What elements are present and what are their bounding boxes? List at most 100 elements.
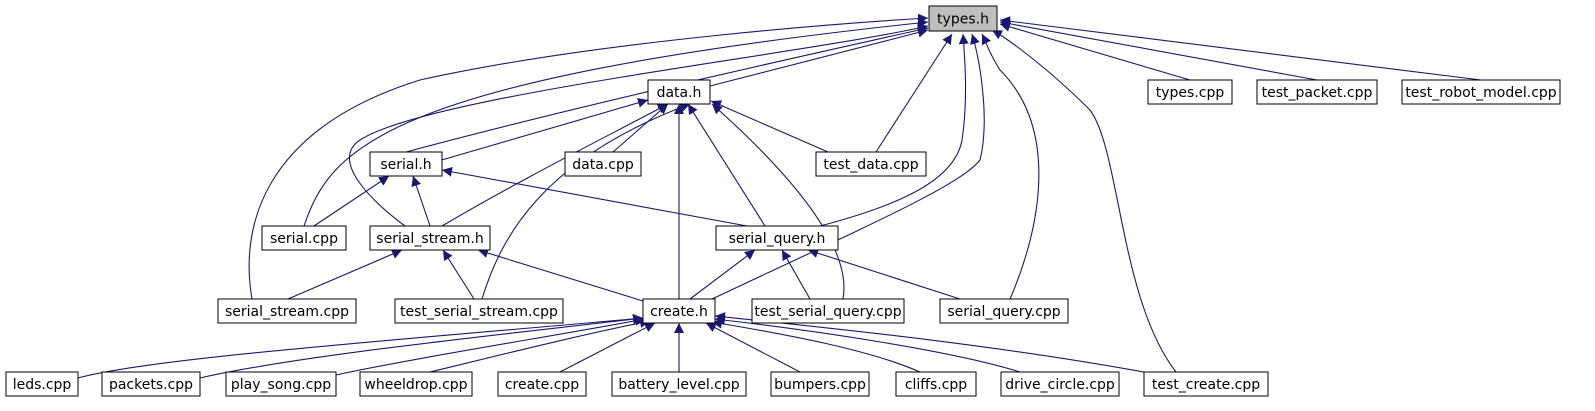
node-label: serial_query.h xyxy=(729,231,826,247)
node-serial-cpp[interactable]: serial.cpp xyxy=(261,225,347,251)
node-label: test_packet.cpp xyxy=(1262,85,1373,101)
edge-serial-h-to-types-h xyxy=(405,25,929,153)
node-data-h[interactable]: data.h xyxy=(647,79,711,105)
edge-cliffs-cpp-to-create-h xyxy=(711,318,921,373)
node-create-cpp[interactable]: create.cpp xyxy=(497,371,587,397)
node-battery-level-cpp[interactable]: battery_level.cpp xyxy=(611,371,747,397)
edge-test-serial-query-cpp-to-serial-query-h xyxy=(781,249,811,300)
node-label: play_song.cpp xyxy=(231,377,331,393)
node-test-robot-model-cpp[interactable]: test_robot_model.cpp xyxy=(1401,79,1561,105)
node-types-cpp[interactable]: types.cpp xyxy=(1147,79,1233,105)
node-drive-circle-cpp[interactable]: drive_circle.cpp xyxy=(1000,371,1120,397)
node-serial-query-h[interactable]: serial_query.h xyxy=(715,225,839,251)
node-test-create-cpp[interactable]: test_create.cpp xyxy=(1143,371,1269,397)
edge-serial-stream-h-to-types-h xyxy=(348,23,929,227)
node-box xyxy=(369,225,491,251)
node-box xyxy=(261,225,347,251)
node-data-cpp[interactable]: data.cpp xyxy=(564,151,642,177)
node-box xyxy=(611,371,747,397)
edge-test-data-cpp-to-types-h xyxy=(875,33,953,153)
node-box xyxy=(359,371,473,397)
node-label: cliffs.cpp xyxy=(905,377,967,393)
node-box xyxy=(564,151,642,177)
node-label: battery_level.cpp xyxy=(618,377,739,393)
node-label: create.h xyxy=(650,304,708,320)
node-serial-h[interactable]: serial.h xyxy=(369,151,443,177)
edge-test-robot-model-cpp-to-types-h xyxy=(999,16,1482,81)
node-box xyxy=(1000,371,1120,397)
node-box xyxy=(642,298,716,324)
edge-create-h-to-serial-stream-h xyxy=(477,248,644,302)
edge-serial-stream-h-to-serial-h xyxy=(411,175,431,227)
edge-create-cpp-to-create-h xyxy=(559,322,656,373)
node-box xyxy=(217,298,357,324)
node-label: serial_stream.h xyxy=(376,231,483,247)
edge-serial-cpp-to-serial-h xyxy=(313,175,390,227)
edge-leds-cpp-to-create-h xyxy=(77,313,644,379)
node-create-h[interactable]: create.h xyxy=(642,298,716,324)
edge-packets-cpp-to-create-h xyxy=(199,314,644,379)
node-serial-stream-cpp[interactable]: serial_stream.cpp xyxy=(217,298,357,324)
node-test-serial-stream-cpp[interactable]: test_serial_stream.cpp xyxy=(394,298,564,324)
edge-wheeldrop-cpp-to-create-h xyxy=(429,318,651,373)
node-serial-stream-h[interactable]: serial_stream.h xyxy=(369,225,491,251)
node-serial-query-cpp[interactable]: serial_query.cpp xyxy=(939,298,1069,324)
edge-create-h-to-serial-query-h xyxy=(689,249,756,300)
edge-serial-query-h-to-data-h xyxy=(687,103,766,227)
node-label: serial_stream.cpp xyxy=(225,304,349,320)
node-label: test_serial_stream.cpp xyxy=(400,304,558,320)
node-test-data-cpp[interactable]: test_data.cpp xyxy=(815,151,927,177)
node-label: leds.cpp xyxy=(13,377,72,393)
edge-test-data-cpp-to-data-h xyxy=(710,100,829,153)
node-label: serial.cpp xyxy=(270,231,338,247)
node-label: serial_query.cpp xyxy=(947,304,1060,320)
edge-test-create-cpp-to-types-h xyxy=(991,29,1177,373)
node-box xyxy=(497,371,587,397)
node-box xyxy=(1256,79,1378,105)
edge-test-serial-stream-cpp-to-data-h xyxy=(481,102,691,300)
node-label: types.h xyxy=(937,12,989,28)
node-leds-cpp[interactable]: leds.cpp xyxy=(5,371,79,397)
edge-data-h-to-types-h xyxy=(709,27,929,87)
edge-serial-query-h-to-types-h xyxy=(819,33,969,227)
edge-serial-query-cpp-to-serial-query-h xyxy=(807,248,961,300)
node-box xyxy=(5,371,79,397)
node-box xyxy=(751,298,905,324)
node-label: test_robot_model.cpp xyxy=(1405,85,1556,101)
edge-serial-stream-h-to-data-h xyxy=(441,103,669,227)
node-box xyxy=(369,151,443,177)
node-box xyxy=(939,298,1069,324)
node-box xyxy=(101,371,201,397)
node-bumpers-cpp[interactable]: bumpers.cpp xyxy=(770,371,870,397)
node-label: serial.h xyxy=(380,157,431,173)
node-box xyxy=(770,371,870,397)
edge-serial-stream-cpp-to-types-h xyxy=(248,13,929,300)
edge-bumpers-cpp-to-create-h xyxy=(705,322,801,373)
edge-serial-query-h-to-serial-h xyxy=(441,166,748,227)
node-label: test_data.cpp xyxy=(823,157,918,173)
node-label: test_serial_query.cpp xyxy=(754,304,901,320)
node-wheeldrop-cpp[interactable]: wheeldrop.cpp xyxy=(359,371,473,397)
node-box xyxy=(1147,79,1233,105)
edge-test-packet-cpp-to-types-h xyxy=(999,18,1318,81)
node-label: types.cpp xyxy=(1156,85,1225,101)
edge-drive-circle-cpp-to-create-h xyxy=(714,315,1021,373)
node-label: bumpers.cpp xyxy=(774,377,866,393)
node-test-serial-query-cpp[interactable]: test_serial_query.cpp xyxy=(751,298,905,324)
node-packets-cpp[interactable]: packets.cpp xyxy=(101,371,201,397)
edge-test-create-cpp-to-create-h xyxy=(714,312,1161,376)
edge-play-song-cpp-to-create-h xyxy=(335,315,646,376)
node-box xyxy=(895,371,977,397)
node-box xyxy=(1401,79,1561,105)
node-label: drive_circle.cpp xyxy=(1005,377,1115,393)
node-cliffs-cpp[interactable]: cliffs.cpp xyxy=(895,371,977,397)
node-label: test_create.cpp xyxy=(1152,377,1260,393)
node-play-song-cpp[interactable]: play_song.cpp xyxy=(225,371,337,397)
node-types-h[interactable]: types.h xyxy=(928,5,998,32)
node-box xyxy=(815,151,927,177)
node-test-packet-cpp[interactable]: test_packet.cpp xyxy=(1256,79,1378,105)
node-label: create.cpp xyxy=(505,377,579,393)
edge-serial-stream-cpp-to-serial-stream-h xyxy=(287,249,403,300)
node-box xyxy=(1143,371,1269,397)
